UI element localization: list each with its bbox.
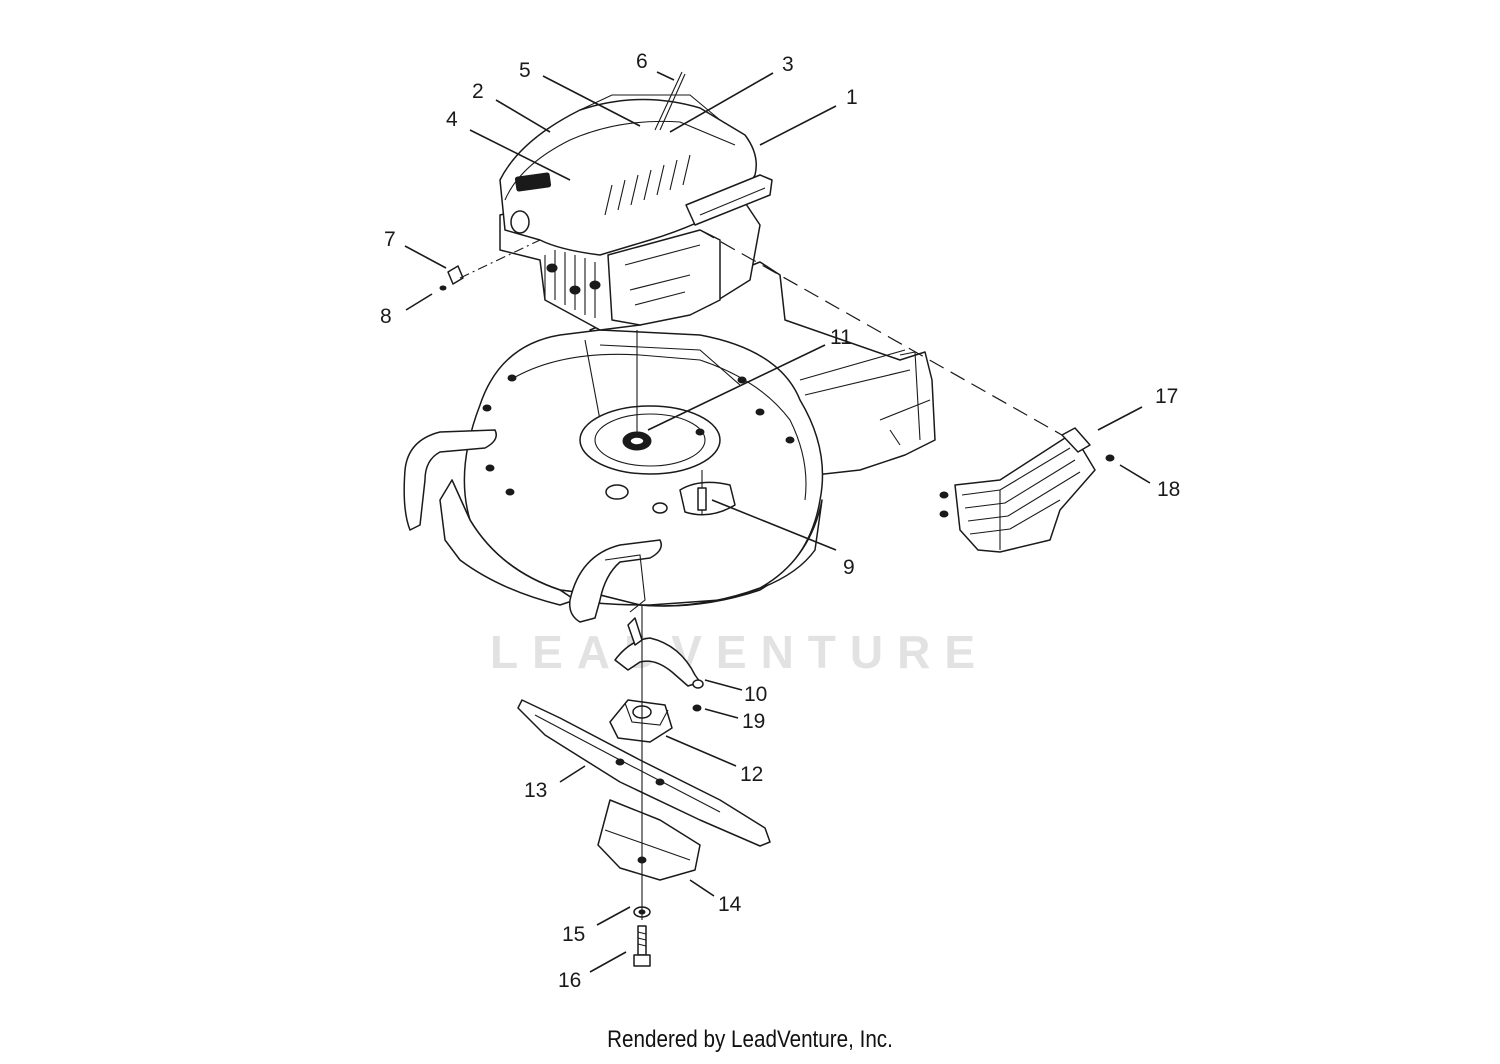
callout-16: 16 <box>558 969 581 992</box>
callout-19: 19 <box>742 710 765 733</box>
callout-labels: 1 2 3 4 5 6 7 8 9 10 11 12 13 14 15 16 1… <box>380 50 1180 992</box>
callout-9: 9 <box>843 556 855 579</box>
callout-3: 3 <box>782 53 794 76</box>
blade-assembly <box>517 617 771 967</box>
discharge-guard <box>939 427 1115 553</box>
callout-4: 4 <box>446 108 458 131</box>
callout-12: 12 <box>740 763 763 786</box>
leader-lines <box>404 71 1151 973</box>
callout-5: 5 <box>519 59 531 82</box>
footer-credit: Rendered by LeadVenture, Inc. <box>607 1026 893 1053</box>
callout-10: 10 <box>744 683 767 706</box>
callout-17: 17 <box>1155 385 1178 408</box>
engine <box>499 71 773 331</box>
callout-8: 8 <box>380 305 392 328</box>
engine-fasteners <box>439 265 464 291</box>
callout-11: 11 <box>830 326 852 349</box>
callout-1: 1 <box>846 86 858 109</box>
callout-7: 7 <box>384 228 396 251</box>
callout-6: 6 <box>636 50 648 73</box>
callout-2: 2 <box>472 80 484 103</box>
callout-15: 15 <box>562 923 585 946</box>
watermark-text: LEADVENTURE <box>490 626 989 678</box>
callout-13: 13 <box>524 779 547 802</box>
callout-18: 18 <box>1157 478 1180 501</box>
assembly-centerlines <box>459 229 1063 920</box>
callout-14: 14 <box>718 893 742 916</box>
